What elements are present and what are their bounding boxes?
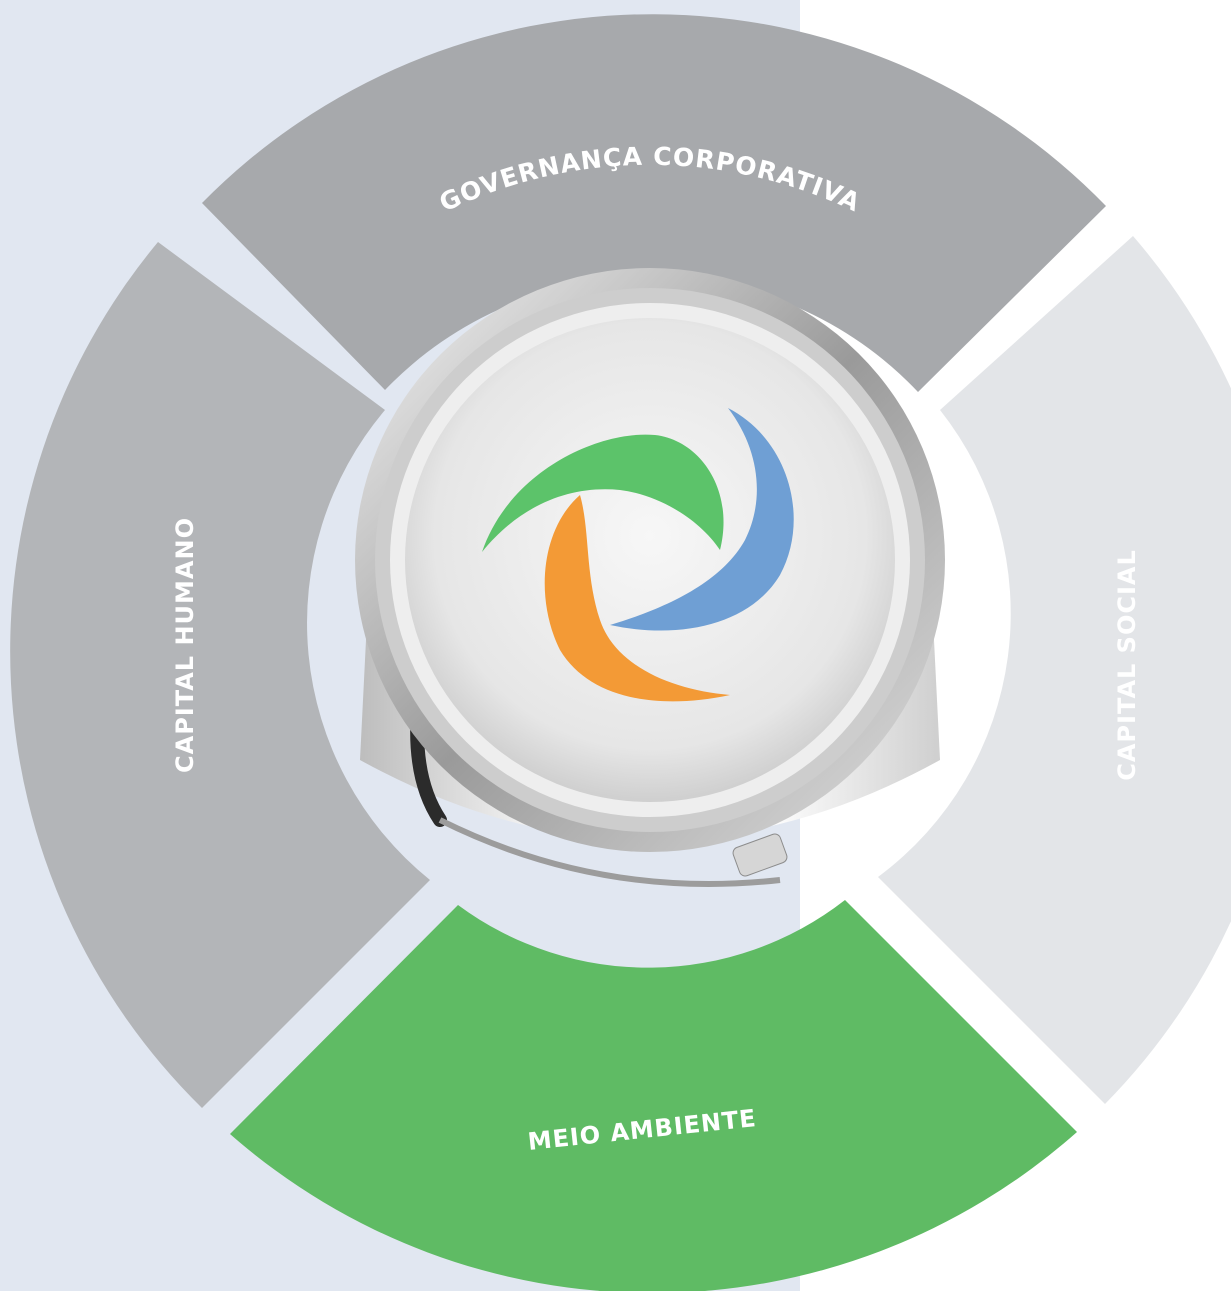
- segment-governanca: [202, 14, 1106, 393]
- label-capital-social: CAPITAL SOCIAL: [1113, 549, 1141, 781]
- swirl-blue-stroke: [610, 408, 794, 631]
- paint-can-swirl-logo: [482, 408, 794, 702]
- segment-capital-humano: [10, 242, 430, 1108]
- swirl-green-stroke: [482, 434, 724, 552]
- paint-can: [355, 268, 945, 887]
- swirl-orange-stroke: [544, 495, 730, 702]
- segment-capital-social: [878, 236, 1231, 1104]
- segment-meio-ambiente: [230, 900, 1077, 1291]
- label-capital-humano: CAPITAL HUMANO: [171, 517, 199, 773]
